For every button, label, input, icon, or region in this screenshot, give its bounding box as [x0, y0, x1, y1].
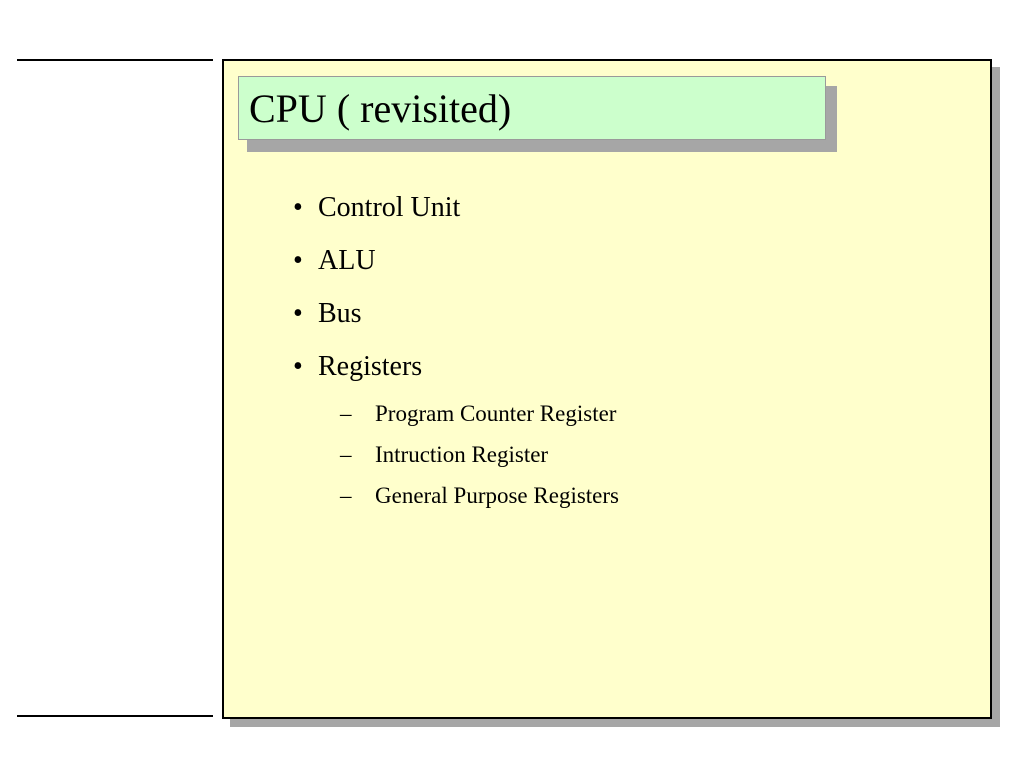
bottom-left-rule [17, 715, 213, 717]
top-left-rule [17, 59, 213, 61]
sub-bullet-label: General Purpose Registers [375, 483, 619, 508]
bullet-marker: • [293, 192, 303, 223]
bullet-marker: • [293, 298, 303, 329]
bullet-marker: • [293, 245, 303, 276]
bullet-label: Bus [318, 298, 362, 329]
sub-bullet-label: Program Counter Register [375, 401, 617, 426]
bullet-label: Control Unit [318, 192, 461, 223]
bullet-marker: • [293, 351, 303, 382]
sub-bullet-label: Intruction Register [375, 442, 549, 467]
sub-bullet-marker: – [340, 401, 352, 426]
bullet-label: ALU [318, 245, 376, 276]
slide-title: CPU ( revisited) [249, 86, 512, 131]
content-panel [222, 59, 992, 719]
bullet-label: Registers [318, 351, 423, 382]
sub-bullet-marker: – [340, 483, 352, 508]
sub-bullet-marker: – [340, 442, 352, 467]
title-box: CPU ( revisited) [238, 76, 826, 140]
